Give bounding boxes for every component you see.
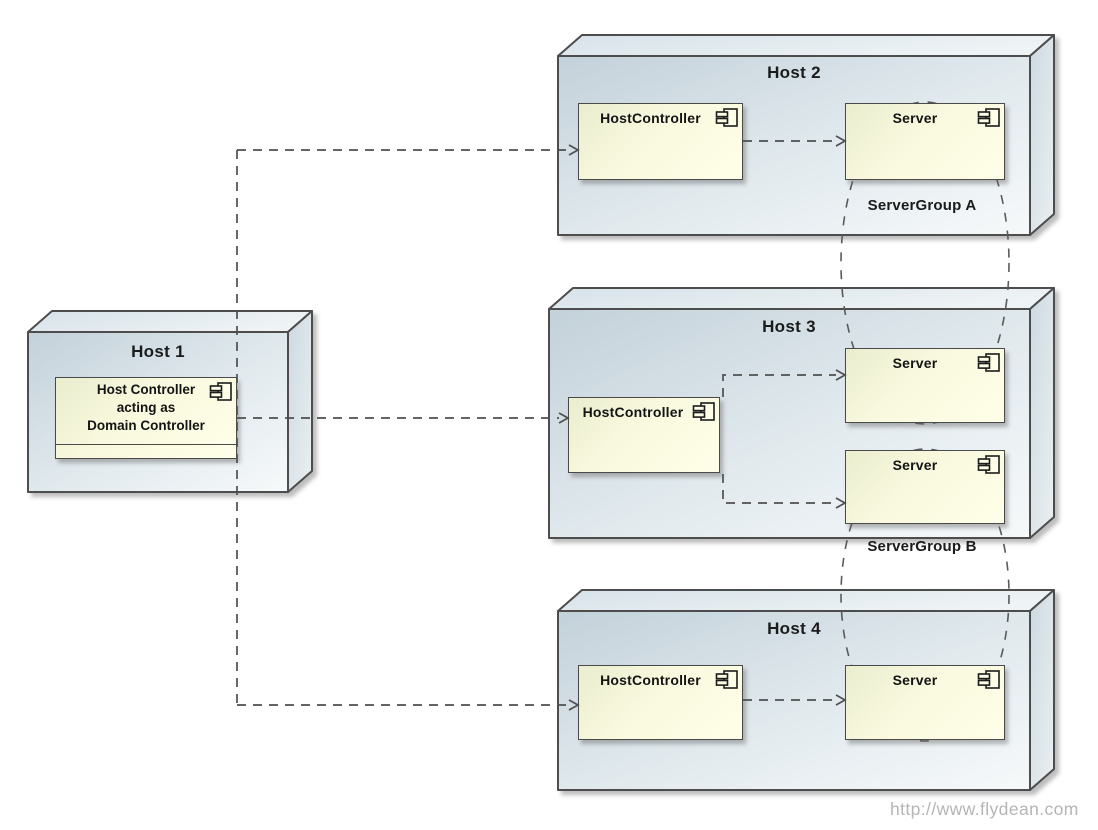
component-icon <box>715 670 738 689</box>
host3-title: Host 3 <box>762 317 816 336</box>
arrowhead <box>568 699 580 711</box>
component-label: Server <box>892 457 938 473</box>
component-label: HostController <box>582 404 684 420</box>
component-icon <box>209 382 232 401</box>
component-icon <box>977 455 1000 474</box>
arrowhead <box>835 497 847 509</box>
arrowhead <box>835 135 847 147</box>
servergroup-b-label: ServerGroup B <box>867 538 977 555</box>
component-compartment-separator <box>56 444 236 458</box>
connector-host3-hc-to-server-bottom <box>722 474 836 504</box>
host3-server-top-component: Server <box>845 348 1005 423</box>
component-label-line1: Host Controller <box>96 382 196 397</box>
host4-title: Host 4 <box>767 619 821 638</box>
host2-server-component: Server <box>845 103 1005 180</box>
servergroup-a-boundary <box>840 101 1010 425</box>
arrowheads <box>558 135 847 711</box>
component-label: Host Controller acting as Domain Control… <box>56 378 236 435</box>
host3-hostcontroller-component: HostController <box>568 397 720 473</box>
host1-domain-controller-component: Host Controller acting as Domain Control… <box>55 377 237 459</box>
component-label-line2: acting as <box>116 400 176 415</box>
host2-title: Host 2 <box>767 63 821 82</box>
host2-hostcontroller-component: HostController <box>578 103 743 180</box>
component-icon <box>692 402 715 421</box>
servergroup-a-label: ServerGroup A <box>867 197 977 214</box>
arrowhead <box>558 412 570 424</box>
component-label: HostController <box>600 672 701 688</box>
host4-server-component: Server <box>845 665 1005 740</box>
arrowhead <box>835 694 847 706</box>
arrowhead <box>568 144 580 156</box>
component-icon <box>977 108 1000 127</box>
component-icon <box>977 353 1000 372</box>
host1-title: Host 1 <box>131 342 185 361</box>
component-icon <box>977 670 1000 689</box>
host4-hostcontroller-component: HostController <box>578 665 743 740</box>
component-icon <box>715 108 738 127</box>
component-label: Server <box>892 355 938 371</box>
arrowhead <box>835 369 847 381</box>
connector-host3-hc-to-server-top <box>722 374 836 397</box>
component-label: HostController <box>600 110 701 126</box>
component-label: Server <box>892 672 938 688</box>
component-label-line3: Domain Controller <box>87 418 205 433</box>
component-label: Server <box>892 110 938 126</box>
watermark-url: http://www.flydean.com <box>890 799 1079 819</box>
host3-server-bottom-component: Server <box>845 450 1005 524</box>
servergroup-b-boundary <box>840 448 1010 742</box>
